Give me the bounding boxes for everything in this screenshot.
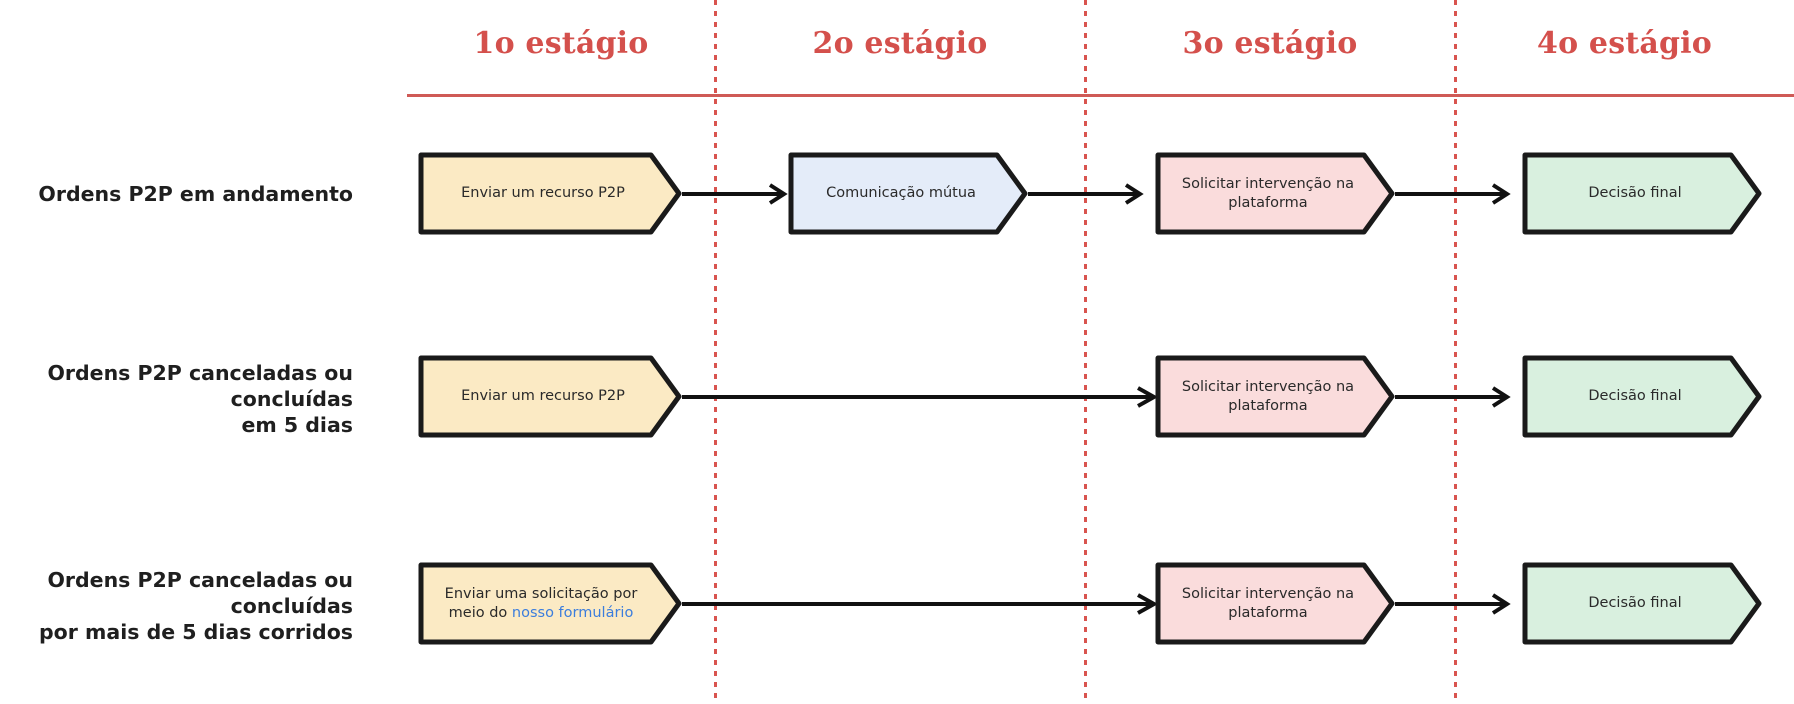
node-row3-stage3[interactable]: Solicitar intervenção na plataforma: [1155, 562, 1395, 645]
node-row1-stage1[interactable]: Enviar um recurso P2P: [418, 152, 682, 235]
arrow-row3-stage1-to-stage3: [682, 593, 1162, 615]
node-row1-stage3[interactable]: Solicitar intervenção na plataforma: [1155, 152, 1395, 235]
arrow-row2-stage3-to-stage4: [1395, 386, 1515, 408]
row-label-1: Ordens P2P em andamento: [0, 181, 353, 207]
chevron-shape-pink: [1155, 152, 1395, 235]
node-row2-stage4[interactable]: Decisão final: [1522, 355, 1762, 438]
node-row2-stage1[interactable]: Enviar um recurso P2P: [418, 355, 682, 438]
chevron-shape-blue: [788, 152, 1028, 235]
row-label-3-line1: Ordens P2P canceladas ou concluídas: [47, 568, 353, 618]
form-link[interactable]: nosso formulário: [511, 604, 634, 621]
node-row2-stage3[interactable]: Solicitar intervenção na plataforma: [1155, 355, 1395, 438]
row-label-2-line1: Ordens P2P canceladas ou concluídas: [47, 361, 353, 411]
node-row2-stage1-label: Enviar um recurso P2P: [461, 388, 625, 404]
node-row1-stage3-label: Solicitar intervenção na plataforma: [1181, 175, 1355, 211]
chevron-shape-green: [1522, 355, 1762, 438]
row-label-1-text: Ordens P2P em andamento: [38, 182, 353, 206]
node-row3-stage1-text: Enviar uma solicitação por meio do: [444, 585, 638, 621]
node-row3-stage1[interactable]: Enviar uma solicitação por meio do nosso…: [418, 562, 682, 645]
node-row3-stage1-label: Enviar uma solicitação por meio do nosso…: [432, 585, 650, 623]
stage-divider-2: [1084, 0, 1087, 704]
arrow-row3-stage3-to-stage4: [1395, 593, 1515, 615]
stage-divider-3: [1454, 0, 1457, 704]
stage-header-3: 3o estágio: [1182, 26, 1358, 61]
node-row3-stage4[interactable]: Decisão final: [1522, 562, 1762, 645]
node-row1-stage4[interactable]: Decisão final: [1522, 152, 1762, 235]
arrow-row2-stage1-to-stage3: [682, 386, 1162, 408]
node-row2-stage4-label: Decisão final: [1588, 388, 1682, 404]
arrow-row1-stage2-to-stage3: [1028, 183, 1148, 205]
header-rule: [407, 94, 1794, 97]
stage-header-2: 2o estágio: [812, 26, 988, 61]
chevron-shape-yellow: [418, 152, 682, 235]
arrow-row1-stage1-to-stage2: [682, 183, 792, 205]
stage-header-4: 4o estágio: [1537, 26, 1712, 61]
stage-divider-1: [714, 0, 717, 704]
chevron-shape-pink: [1155, 355, 1395, 438]
node-row3-stage3-label: Solicitar intervenção na plataforma: [1181, 585, 1355, 621]
row-label-3: Ordens P2P canceladas ou concluídas por …: [0, 567, 353, 645]
stage-header-1: 1o estágio: [473, 26, 649, 61]
row-label-2-line2: em 5 dias: [241, 413, 353, 437]
node-row2-stage3-label: Solicitar intervenção na plataforma: [1181, 378, 1355, 414]
arrow-row1-stage3-to-stage4: [1395, 183, 1515, 205]
node-row1-stage1-label: Enviar um recurso P2P: [461, 185, 625, 201]
chevron-shape-yellow: [418, 355, 682, 438]
chevron-shape-green: [1522, 562, 1762, 645]
row-label-2: Ordens P2P canceladas ou concluídas em 5…: [0, 360, 353, 438]
chevron-shape-yellow: [418, 562, 682, 645]
chevron-shape-pink: [1155, 562, 1395, 645]
node-row1-stage2-label: Comunicação mútua: [826, 185, 976, 201]
node-row1-stage4-label: Decisão final: [1588, 185, 1682, 201]
row-label-3-line2: por mais de 5 dias corridos: [39, 620, 353, 644]
node-row1-stage2[interactable]: Comunicação mútua: [788, 152, 1028, 235]
node-row3-stage4-label: Decisão final: [1588, 595, 1682, 611]
chevron-shape-green: [1522, 152, 1762, 235]
